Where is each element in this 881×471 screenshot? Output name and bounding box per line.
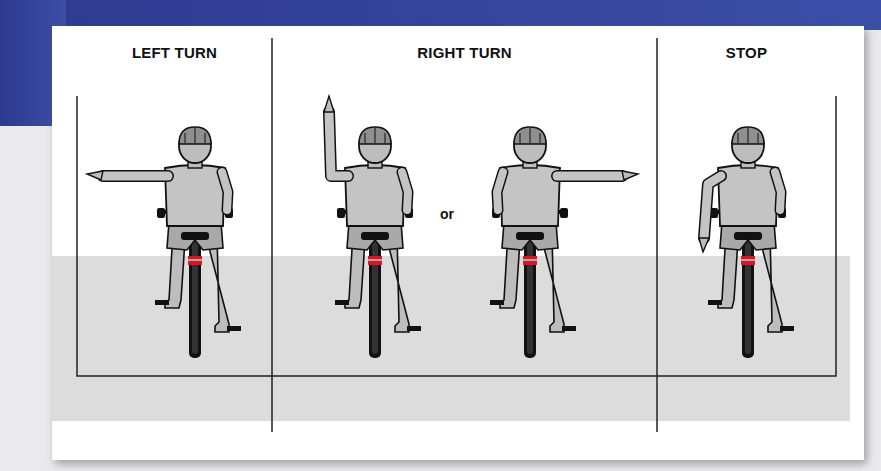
signal-panel: LEFT TURN: [77, 38, 272, 376]
panel-heading: STOP: [657, 44, 836, 61]
panel-heading: RIGHT TURN: [272, 44, 657, 61]
signal-panel: RIGHT TURN: [272, 38, 657, 376]
separator-word: or: [440, 206, 454, 222]
panel-heading: LEFT TURN: [77, 44, 272, 61]
signal-panel: STOP: [657, 38, 836, 376]
